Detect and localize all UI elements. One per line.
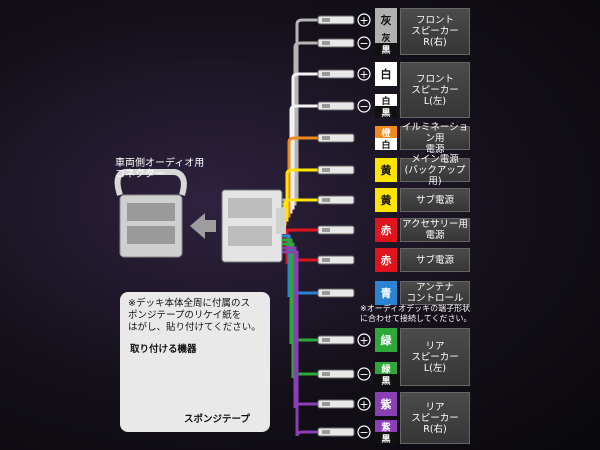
wire-color-badge: 青	[375, 281, 397, 305]
wire	[282, 242, 318, 379]
polarity-icon	[357, 99, 371, 113]
stripe-color-badge: 黒	[375, 106, 397, 119]
terminal-sleeve	[322, 372, 330, 376]
function-label: アンテナ コントロール	[400, 281, 470, 305]
polarity-icon	[357, 67, 371, 81]
terminal-sleeve	[322, 338, 330, 342]
connector-label: 車両側オーディオ用 コネクター	[115, 158, 205, 180]
wire-color-badge: 灰	[375, 8, 397, 32]
stripe-color-badge: 黒	[375, 43, 397, 56]
function-label: リア スピーカー L(左)	[400, 328, 470, 386]
function-label: フロント スピーカー R(右)	[400, 8, 470, 55]
wire	[282, 18, 318, 202]
function-label: フロント スピーカー L(左)	[400, 62, 470, 118]
function-label: アクセサリー用 電源	[400, 218, 470, 242]
polarity-label: −	[359, 368, 368, 381]
vehicle-connector	[114, 168, 187, 258]
terminal-sleeve	[322, 430, 330, 434]
polarity-icon	[357, 333, 371, 347]
wire-color-badge: 白	[375, 94, 397, 107]
wire	[282, 136, 318, 218]
polarity-icon	[357, 367, 371, 381]
wire-color-badge: 紫	[375, 392, 397, 416]
polarity-icon	[357, 425, 371, 439]
terminal-sleeve	[322, 18, 330, 22]
wire-color-badge: 紫	[375, 420, 397, 433]
wire	[282, 168, 318, 222]
tape-label: スポンジテープ	[184, 414, 250, 425]
wire	[282, 250, 318, 437]
wire-color-badge: 赤	[375, 248, 397, 272]
polarity-label: +	[359, 398, 368, 411]
wire	[282, 198, 318, 226]
function-label: リア スピーカー R(右)	[400, 392, 470, 444]
wire-group: + − + − + − + −	[282, 13, 371, 439]
polarity-label: −	[359, 37, 368, 50]
function-label: イルミネーション用 電源	[400, 121, 470, 155]
wire-color-badge: 白	[375, 62, 397, 86]
antenna-note: ※オーディオデッキの端子形状 に合わせて接続してください。	[360, 304, 472, 323]
terminal-sleeve	[322, 291, 330, 295]
polarity-icon	[357, 397, 371, 411]
wire-color-badge: 緑	[375, 362, 397, 375]
polarity-label: +	[359, 334, 368, 347]
wire-color-badge: 緑	[375, 328, 397, 352]
wire	[282, 246, 318, 409]
wire-color-badge: 黄	[375, 158, 397, 182]
terminal-sleeve	[322, 72, 330, 76]
wire-color-badge: 灰	[375, 31, 397, 44]
terminal-sleeve	[322, 41, 330, 45]
note-text: ※デッキ本体全周に付属のス ポンジテープのリケイ紙を はがし、貼り付けてください…	[128, 298, 261, 333]
polarity-label: −	[359, 426, 368, 439]
terminal-sleeve	[322, 228, 330, 232]
stripe-color-badge: 白	[375, 138, 397, 151]
wire	[282, 72, 318, 210]
wire	[282, 41, 318, 206]
wire	[282, 104, 318, 214]
polarity-icon	[357, 13, 371, 27]
function-label: サブ電源	[400, 248, 470, 272]
wire-color-badge: 黄	[375, 188, 397, 212]
stripe-color-badge: 黒	[375, 374, 397, 387]
function-label: メイン電源 (バックアップ用)	[400, 154, 470, 187]
terminal-sleeve	[322, 198, 330, 202]
polarity-label: +	[359, 14, 368, 27]
terminal-sleeve	[322, 258, 330, 262]
terminal-sleeve	[322, 168, 330, 172]
function-label: サブ電源	[400, 188, 470, 212]
connect-arrow-icon	[190, 213, 216, 239]
deck-connector	[221, 189, 286, 263]
terminal-sleeve	[322, 136, 330, 140]
terminal-sleeve	[322, 104, 330, 108]
wire-color-badge: 赤	[375, 218, 397, 242]
polarity-label: −	[359, 100, 368, 113]
polarity-label: +	[359, 68, 368, 81]
device-label: 取り付ける機器	[130, 344, 197, 355]
mounting-note: ※デッキ本体全周に付属のス ポンジテープのリケイ紙を はがし、貼り付けてください…	[120, 292, 270, 432]
terminal-sleeve	[322, 402, 330, 406]
stripe-color-badge: 黒	[375, 432, 397, 445]
wire-color-badge: 橙	[375, 126, 397, 139]
polarity-icon	[357, 36, 371, 50]
